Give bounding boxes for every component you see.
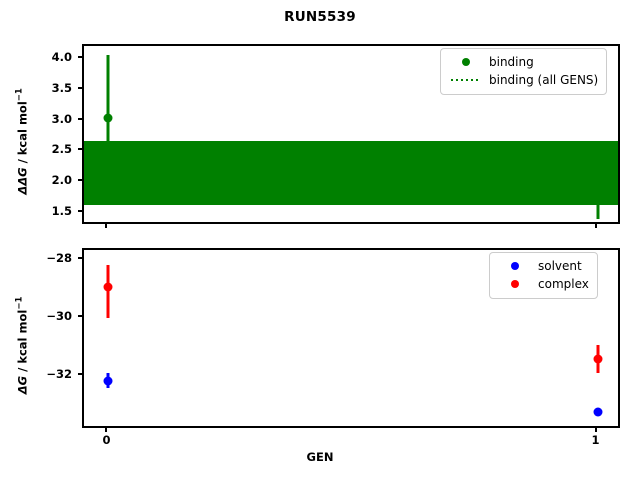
- top-legend-item[interactable]: binding: [449, 53, 598, 71]
- bottom-legend-item[interactable]: solvent: [498, 257, 589, 275]
- x-axis-label: GEN: [306, 450, 334, 464]
- top-panel-ytick-mark: [78, 148, 82, 151]
- top-legend-dotted-line-icon: [451, 79, 481, 81]
- bottom-legend-marker-key: [498, 262, 532, 270]
- bottom-ylabel-units: / kcal mol: [15, 309, 30, 376]
- top-panel-ytick-mark: [78, 117, 82, 120]
- bottom-panel-ytick-mark: [78, 373, 82, 376]
- bottom-ylabel-symbol: ΔG: [15, 375, 30, 395]
- bottom-ylabel-exponent: −1: [14, 296, 25, 310]
- bottom-panel-datapoint-complex[interactable]: [103, 282, 113, 292]
- x-axis-tick-mark: [594, 428, 597, 432]
- top-legend-label: binding (all GENS): [489, 73, 599, 87]
- top-ylabel-units: / kcal mol: [15, 101, 30, 168]
- top-legend-label: binding: [489, 55, 534, 69]
- bottom-legend-dot-icon: [511, 262, 519, 270]
- bottom-panel-errorbar-complex: [106, 265, 110, 319]
- top-panel-ytick-mark: [78, 56, 82, 59]
- top-panel-legend[interactable]: binding binding (all GENS): [440, 48, 608, 95]
- bottom-panel-ytick-label: −30: [46, 309, 72, 324]
- bottom-panel-ytick-mark: [78, 257, 82, 260]
- x-axis-tick-label: 1: [591, 433, 600, 447]
- top-panel-x-tick-mark: [594, 224, 597, 228]
- bottom-legend-marker-key: [498, 280, 532, 288]
- x-axis-tick-mark: [105, 428, 108, 432]
- top-panel-datapoint-binding[interactable]: [103, 113, 113, 123]
- top-panel-ytick-label: 4.0: [51, 50, 72, 65]
- top-panel-ytick-label: 2.5: [51, 142, 72, 157]
- top-panel-ytick-mark: [78, 178, 82, 181]
- top-panel-x-tick-mark: [105, 224, 108, 228]
- x-axis-tick-label: 0: [102, 433, 111, 447]
- bottom-panel-ylabel: ΔG / kcal mol−1: [15, 255, 30, 435]
- top-legend-marker-key: [449, 58, 483, 66]
- bottom-panel-datapoint-solvent[interactable]: [103, 376, 113, 386]
- top-panel-ytick-label: 3.5: [51, 81, 72, 96]
- top-legend-item[interactable]: binding (all GENS): [449, 71, 598, 89]
- top-panel-errorbar-binding: [106, 54, 110, 204]
- figure-title: RUN5539: [284, 9, 356, 25]
- top-panel-ytick-label: 3.0: [51, 111, 72, 126]
- bottom-legend-item[interactable]: complex: [498, 275, 589, 293]
- top-ylabel-exponent: −1: [14, 88, 25, 102]
- top-panel-ytick-label: 2.0: [51, 172, 72, 187]
- bottom-panel-datapoint-complex[interactable]: [593, 354, 603, 364]
- bottom-panel-ytick-mark: [78, 315, 82, 318]
- top-ylabel-symbol: ΔΔG: [15, 167, 30, 195]
- bottom-panel-ytick-label: −32: [46, 367, 72, 382]
- bottom-legend-dot-icon: [511, 280, 519, 288]
- bottom-panel-legend[interactable]: solvent complex: [489, 252, 598, 299]
- bottom-legend-label: solvent: [538, 259, 582, 273]
- top-panel-ytick-mark: [78, 87, 82, 90]
- top-panel-all-gens-band: [84, 140, 618, 205]
- bottom-legend-label: complex: [538, 277, 589, 291]
- top-legend-dot-icon: [462, 58, 470, 66]
- bottom-panel-datapoint-solvent[interactable]: [593, 407, 603, 417]
- top-panel-ytick-label: 1.5: [51, 203, 72, 218]
- top-legend-marker-key: [449, 79, 483, 81]
- top-panel-ytick-mark: [78, 209, 82, 212]
- top-panel-ylabel: ΔΔG / kcal mol−1: [15, 51, 30, 231]
- bottom-panel-ytick-label: −28: [46, 251, 72, 266]
